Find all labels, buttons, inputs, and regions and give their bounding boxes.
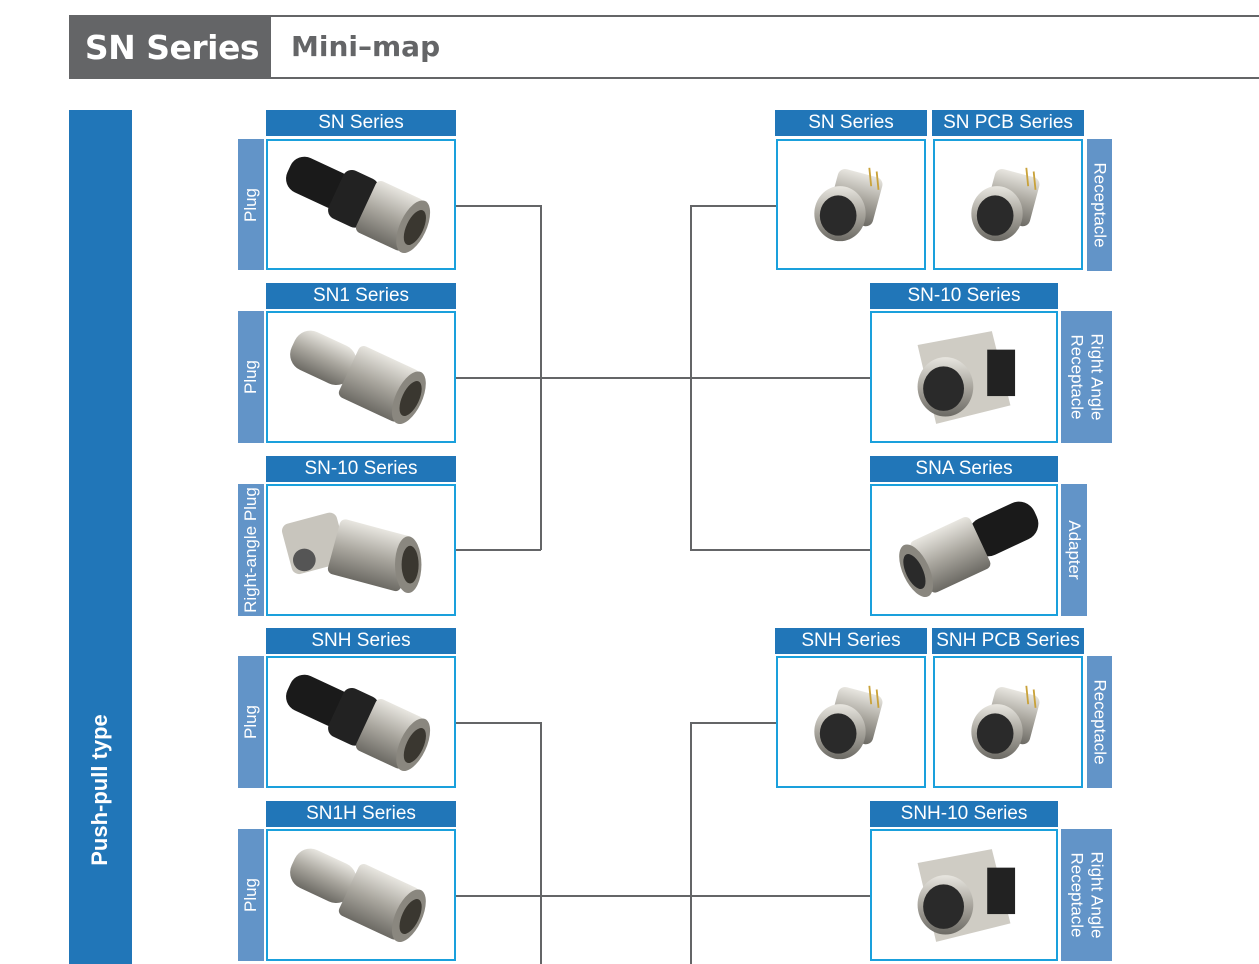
type-label: Plug bbox=[238, 829, 264, 961]
connector-line bbox=[540, 722, 542, 964]
right-angle-receptacle-image bbox=[899, 325, 1029, 430]
label-line: Receptacle bbox=[1067, 334, 1087, 420]
connector-line bbox=[690, 205, 776, 207]
product-image[interactable] bbox=[266, 311, 456, 443]
type-label: Plug bbox=[238, 656, 264, 788]
product-image[interactable] bbox=[266, 656, 456, 788]
series-title[interactable]: SNH Series bbox=[775, 628, 927, 654]
receptacle-image bbox=[796, 157, 906, 252]
series-title[interactable]: SN Series bbox=[266, 110, 456, 136]
type-label-text: Plug bbox=[241, 877, 260, 913]
header-bottom-rule bbox=[69, 77, 1259, 79]
series-title[interactable]: SN1 Series bbox=[266, 283, 456, 309]
plug-image bbox=[276, 147, 446, 262]
product-image[interactable] bbox=[870, 484, 1058, 616]
connector-line bbox=[690, 205, 692, 550]
label-line: Receptacle bbox=[1067, 852, 1087, 938]
label-line: Right Angle bbox=[1087, 851, 1107, 939]
plug-image bbox=[276, 838, 446, 953]
type-label-text: Adapter bbox=[1065, 520, 1085, 580]
right-angle-receptacle-image bbox=[899, 843, 1029, 948]
product-image[interactable] bbox=[776, 139, 926, 270]
type-label: Receptacle bbox=[1087, 656, 1112, 788]
type-label-text: Receptacle bbox=[1090, 679, 1110, 765]
connector-line bbox=[690, 722, 776, 724]
type-label-text: Receptacle bbox=[1090, 162, 1110, 248]
right-angle-plug-image bbox=[276, 493, 446, 608]
series-title[interactable]: SN-10 Series bbox=[266, 456, 456, 482]
receptacle-image bbox=[953, 157, 1063, 252]
type-label: Plug bbox=[238, 139, 264, 270]
product-image[interactable] bbox=[266, 484, 456, 616]
adapter-image bbox=[879, 493, 1049, 608]
series-title[interactable]: SNH Series bbox=[266, 628, 456, 654]
connector-line bbox=[455, 377, 870, 379]
series-title[interactable]: SN PCB Series bbox=[932, 110, 1084, 136]
product-image[interactable] bbox=[266, 829, 456, 961]
receptacle-image bbox=[796, 675, 906, 770]
header-top-rule bbox=[69, 15, 1259, 17]
category-bar bbox=[69, 110, 132, 964]
product-image[interactable] bbox=[933, 656, 1083, 788]
connector-line bbox=[455, 549, 541, 551]
type-label-text: Plug bbox=[241, 359, 260, 395]
type-label-text: Right-angle Plug bbox=[241, 487, 261, 613]
connector-line bbox=[455, 722, 541, 724]
type-label: Plug bbox=[238, 311, 264, 443]
type-label: Right-angle Plug bbox=[238, 484, 264, 616]
plug-image bbox=[276, 320, 446, 435]
type-label: Adapter bbox=[1061, 484, 1087, 616]
plug-image bbox=[276, 665, 446, 780]
series-title[interactable]: SN Series bbox=[775, 110, 927, 136]
receptacle-image bbox=[953, 675, 1063, 770]
product-image[interactable] bbox=[933, 139, 1083, 270]
page-subtitle: Mini–map bbox=[291, 30, 441, 63]
label-line: Right Angle bbox=[1087, 333, 1107, 421]
connector-line bbox=[455, 205, 541, 207]
connector-line bbox=[455, 895, 870, 897]
product-image[interactable] bbox=[870, 829, 1058, 961]
connector-line bbox=[690, 549, 870, 551]
series-title[interactable]: SN-10 Series bbox=[870, 283, 1058, 309]
page-title: SN Series bbox=[69, 16, 271, 78]
type-label: Receptacle bbox=[1087, 139, 1112, 271]
connector-line bbox=[690, 722, 692, 964]
category-label: Push-pull type bbox=[87, 714, 112, 866]
product-image[interactable] bbox=[266, 139, 456, 270]
series-title[interactable]: SNA Series bbox=[870, 456, 1058, 482]
product-image[interactable] bbox=[870, 311, 1058, 443]
series-title[interactable]: SNH-10 Series bbox=[870, 801, 1058, 827]
type-label-text: Plug bbox=[241, 704, 260, 740]
product-image[interactable] bbox=[776, 656, 926, 788]
series-title[interactable]: SNH PCB Series bbox=[932, 628, 1084, 654]
series-title[interactable]: SN1H Series bbox=[266, 801, 456, 827]
type-label-text: Plug bbox=[241, 187, 260, 222]
